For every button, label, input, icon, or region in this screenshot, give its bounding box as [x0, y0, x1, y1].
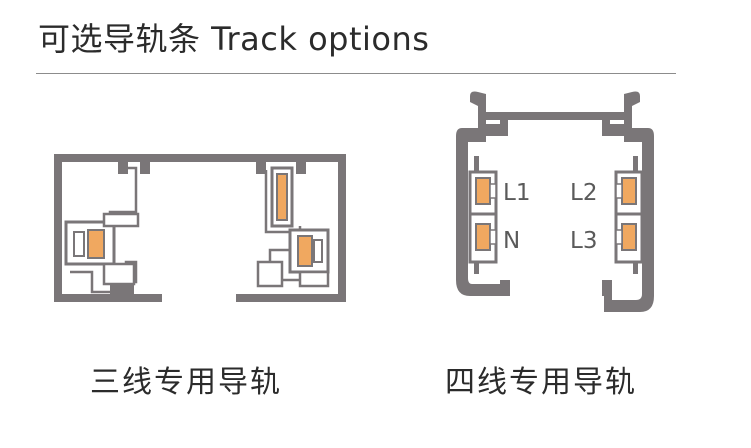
four-wire-track-profile: L1 N L2 L3 [456, 91, 654, 312]
label-l1: L1 [503, 180, 530, 206]
label-l3: L3 [570, 228, 597, 254]
four-wire-track-caption: 四线专用导轨 [445, 365, 637, 400]
four-wire-left-conductors [468, 170, 498, 264]
three-wire-right-contact [256, 166, 330, 288]
label-n: N [503, 228, 520, 254]
three-wire-left-contact [64, 166, 140, 294]
page-title: 可选导轨条 Track options [38, 20, 430, 58]
four-wire-right-conductors [614, 170, 644, 264]
three-wire-track-caption: 三线专用导轨 [90, 365, 282, 400]
title-divider [36, 73, 676, 74]
label-l2: L2 [570, 180, 597, 206]
three-wire-track-profile [54, 154, 346, 302]
